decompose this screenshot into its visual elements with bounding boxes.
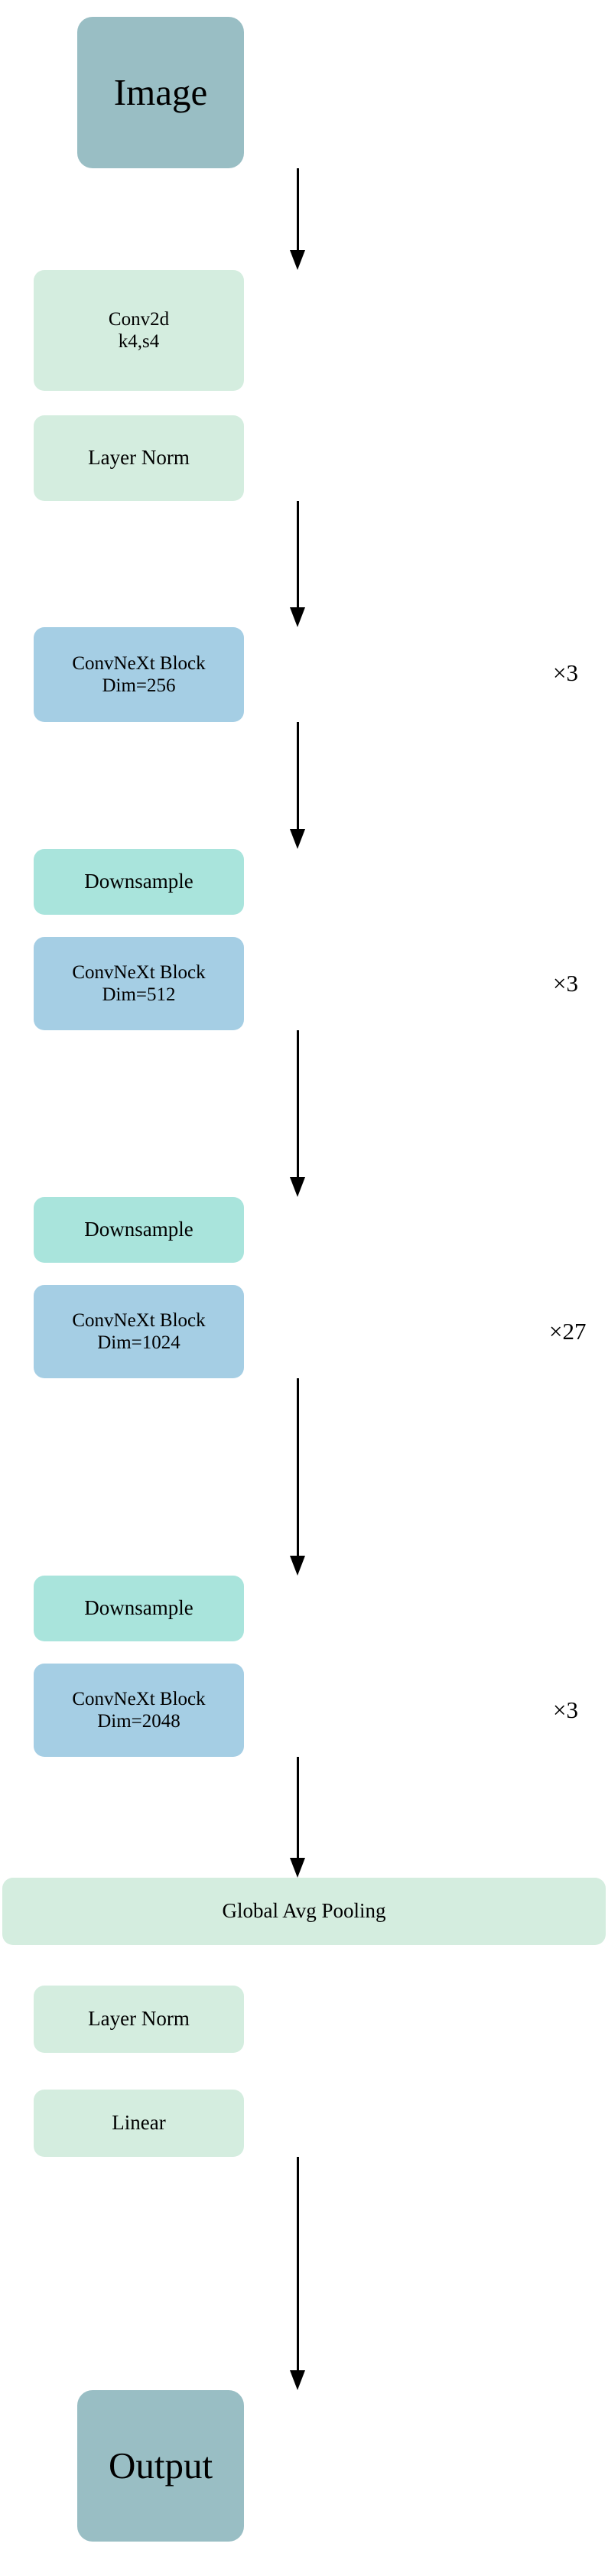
arrow-shaft: [296, 168, 299, 252]
arrow-head-icon: [290, 2370, 305, 2390]
node-label-secondary: k4,s4: [118, 331, 160, 352]
arrow-shaft: [296, 2157, 299, 2372]
node-label-secondary: Dim=1024: [97, 1332, 180, 1353]
node-label-primary: Conv2d: [108, 308, 170, 330]
node-label-primary: Output: [108, 2444, 213, 2487]
repeat-multiplier-convnext_512: ×3: [553, 970, 578, 997]
node-label-primary: Downsample: [84, 1218, 193, 1241]
arrow-head-icon: [290, 829, 305, 849]
arrow-shaft: [296, 722, 299, 831]
node-layernorm_1: Layer Norm: [34, 415, 244, 501]
repeat-multiplier-convnext_256: ×3: [553, 659, 578, 686]
node-downsample_1: Downsample: [34, 849, 244, 915]
node-label-primary: Layer Norm: [88, 2007, 190, 2031]
node-linear: Linear: [34, 2090, 244, 2157]
node-label-primary: Downsample: [84, 1596, 193, 1620]
arrow-head-icon: [290, 1858, 305, 1878]
arrow-shaft: [296, 1757, 299, 1859]
node-label-secondary: Dim=256: [102, 675, 176, 696]
node-global_avg_pooling: Global Avg Pooling: [2, 1878, 606, 1945]
node-image: Image: [77, 17, 244, 168]
arrow-shaft: [296, 1378, 299, 1557]
node-label-primary: Downsample: [84, 870, 193, 893]
repeat-multiplier-convnext_1024: ×27: [549, 1318, 587, 1345]
node-layernorm_2: Layer Norm: [34, 1986, 244, 2053]
node-downsample_2: Downsample: [34, 1197, 244, 1263]
repeat-multiplier-convnext_2048: ×3: [553, 1696, 578, 1723]
node-label-primary: Global Avg Pooling: [222, 1899, 386, 1923]
node-label-secondary: Dim=512: [102, 984, 176, 1005]
node-downsample_3: Downsample: [34, 1576, 244, 1641]
arrow-shaft: [296, 1030, 299, 1179]
node-label-primary: Layer Norm: [88, 446, 190, 470]
node-label-primary: ConvNeXt Block: [72, 961, 206, 983]
node-label-primary: ConvNeXt Block: [72, 1688, 206, 1709]
arrow-head-icon: [290, 607, 305, 627]
arrow-head-icon: [290, 250, 305, 270]
node-label-primary: Image: [113, 71, 208, 114]
node-label-secondary: Dim=2048: [97, 1711, 180, 1732]
arrow-head-icon: [290, 1556, 305, 1576]
node-label-primary: Linear: [112, 2111, 166, 2135]
node-output: Output: [77, 2390, 244, 2542]
node-label-primary: ConvNeXt Block: [72, 652, 206, 674]
arrow-head-icon: [290, 1177, 305, 1197]
node-label-primary: ConvNeXt Block: [72, 1309, 206, 1331]
arrow-shaft: [296, 501, 299, 609]
